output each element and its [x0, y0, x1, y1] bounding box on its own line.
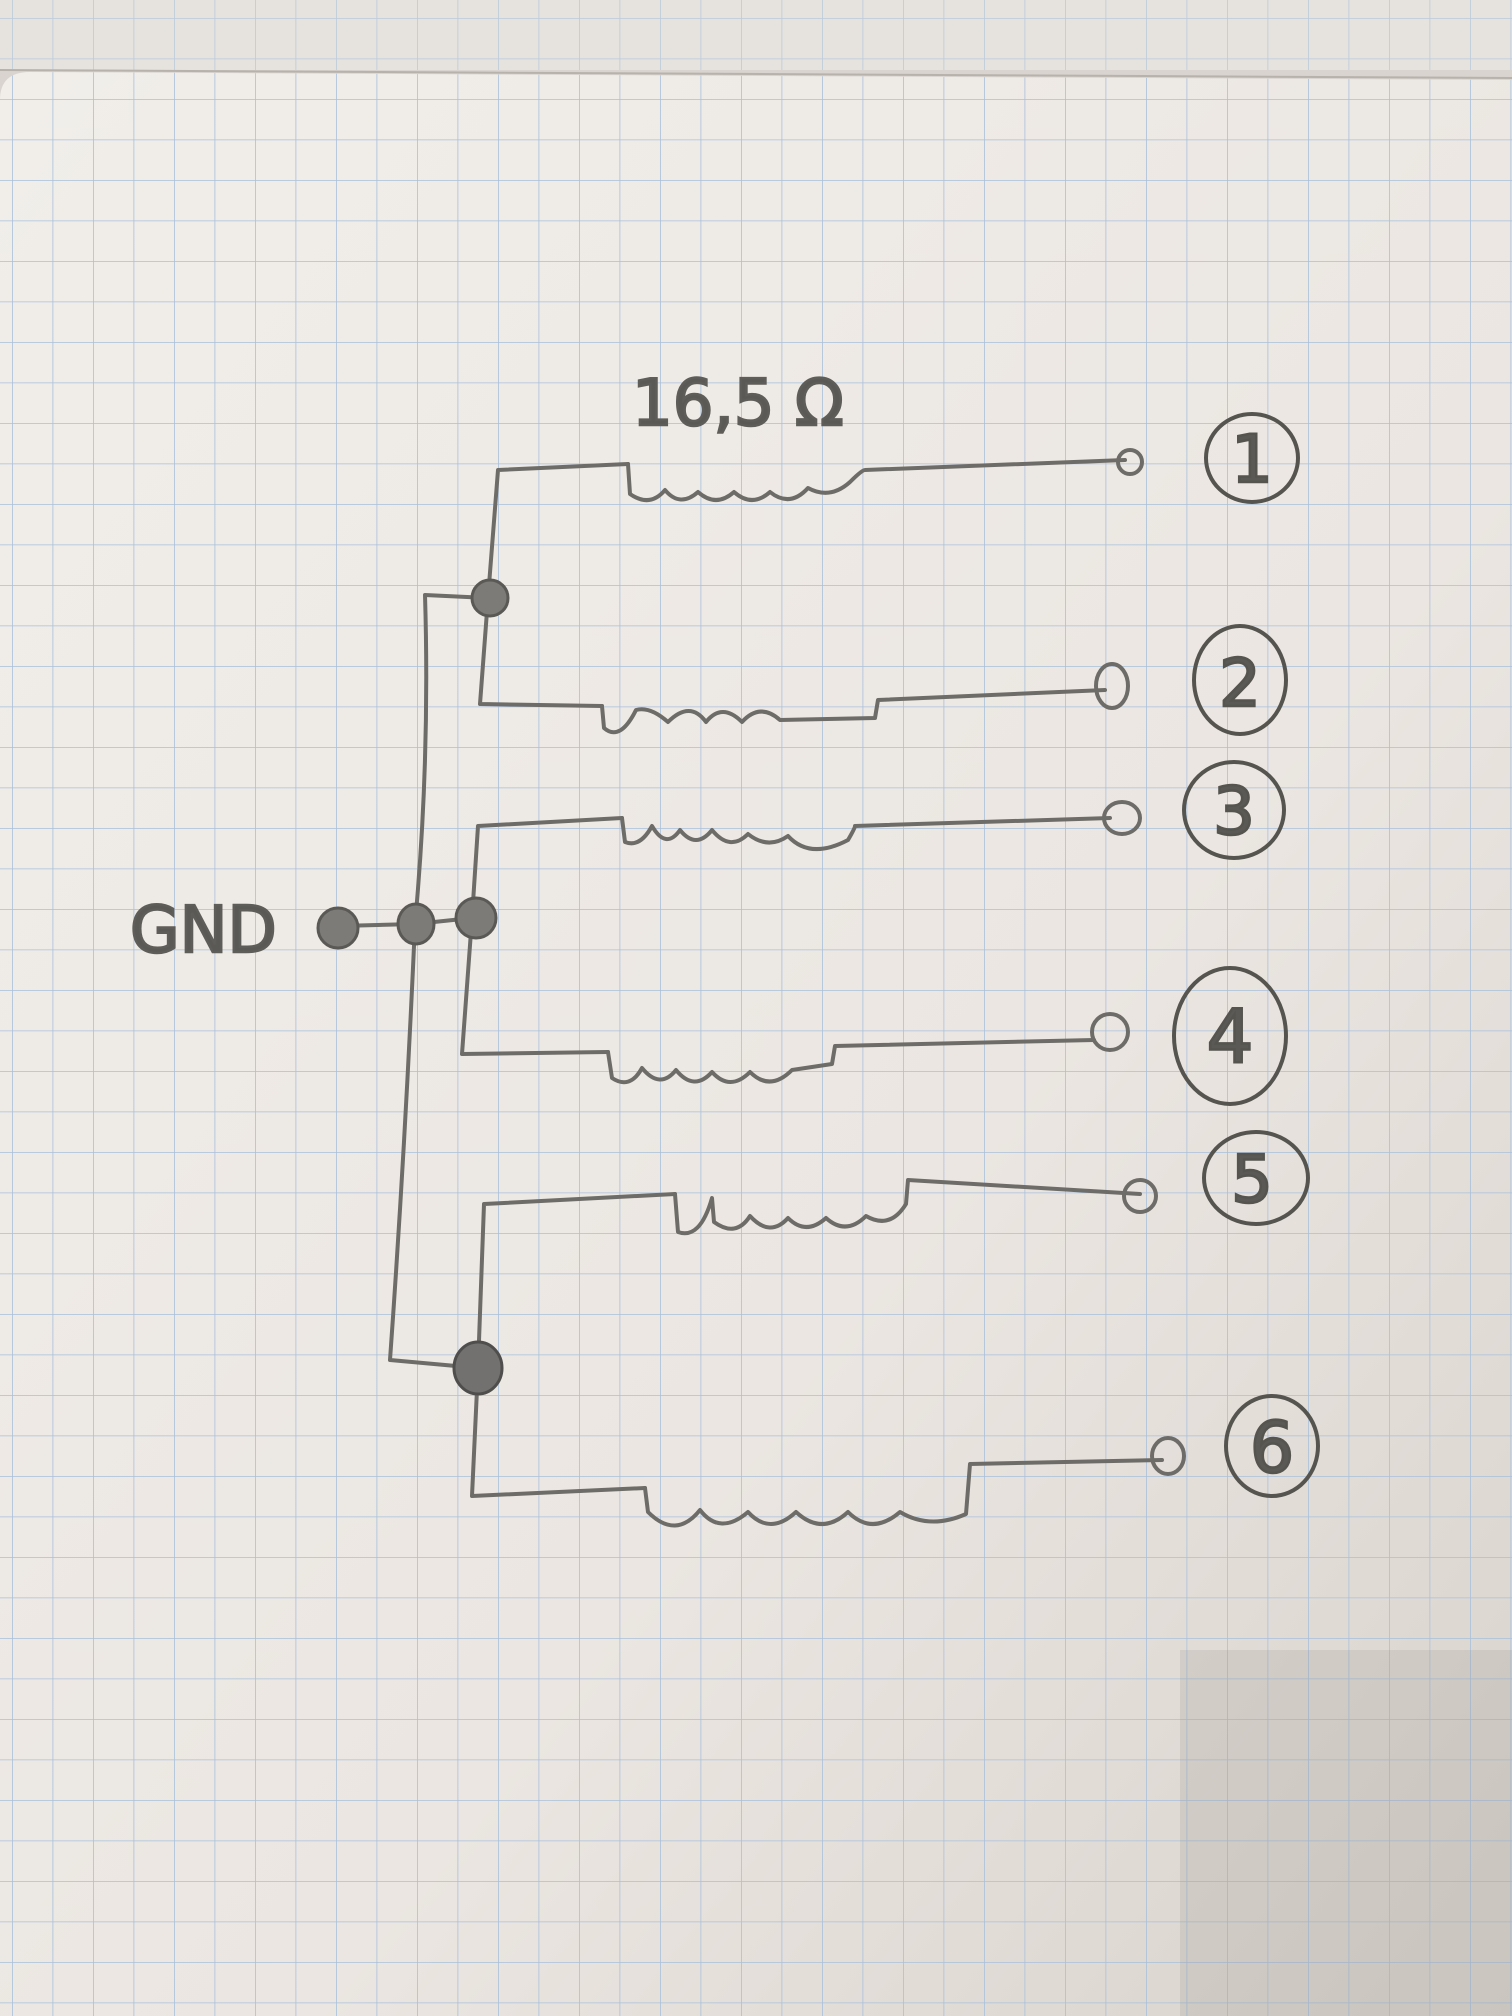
resistor-3 — [620, 816, 1112, 852]
svg-text:6: 6 — [1250, 1407, 1295, 1489]
svg-text:4: 4 — [1206, 994, 1253, 1080]
ground-label: GND — [130, 894, 277, 968]
junction-top — [470, 578, 510, 618]
resistor-1 — [626, 458, 1127, 502]
terminal-label-1: 1 — [1204, 412, 1300, 504]
terminal-label-4: 4 — [1172, 966, 1288, 1106]
terminal-pin-6 — [1150, 1436, 1186, 1476]
svg-text:3: 3 — [1213, 773, 1255, 850]
terminal-pin-4 — [1090, 1012, 1130, 1052]
junction-middle — [454, 896, 498, 940]
terminal-pin-3 — [1102, 800, 1142, 836]
terminal-label-6: 6 — [1224, 1394, 1320, 1498]
terminal-pin-2 — [1094, 662, 1130, 710]
resistance-label: 16,5 Ω — [632, 367, 844, 441]
junction-bus — [396, 902, 436, 946]
terminal-label-3: 3 — [1182, 760, 1286, 860]
svg-text:5: 5 — [1231, 1141, 1273, 1218]
junction-bottom — [452, 1340, 504, 1396]
wiring — [338, 462, 677, 1498]
terminal-pin-1 — [1116, 448, 1144, 476]
terminal-label-2: 2 — [1192, 624, 1288, 736]
svg-text:1: 1 — [1231, 421, 1273, 498]
terminal-pins — [1090, 448, 1186, 1476]
resistor-4 — [606, 1038, 1096, 1085]
terminal-labels: 1 2 3 4 5 6 — [1172, 412, 1320, 1498]
resistor-2 — [600, 688, 1107, 735]
junctions — [316, 578, 510, 1396]
terminal-pin-5 — [1122, 1178, 1158, 1214]
svg-text:2: 2 — [1219, 645, 1261, 722]
resistor-5 — [673, 1178, 1142, 1236]
terminal-label-5: 5 — [1202, 1130, 1310, 1226]
resistor-6 — [643, 1458, 1164, 1528]
junction-gnd — [316, 906, 360, 950]
